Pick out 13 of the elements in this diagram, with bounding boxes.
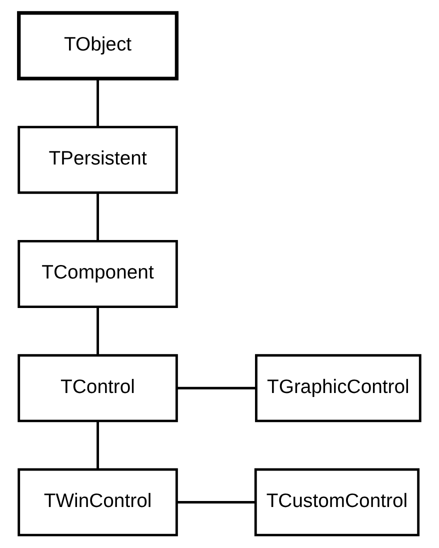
node-box: TControl <box>18 354 178 422</box>
node-box: TComponent <box>18 240 178 308</box>
connector <box>96 192 99 241</box>
connector <box>176 501 256 504</box>
node-box: TCustomControl <box>254 468 420 536</box>
connector <box>96 306 99 356</box>
connector <box>177 386 256 390</box>
node-box: TWinControl <box>18 468 178 536</box>
connector <box>96 78 99 127</box>
connector <box>96 421 99 470</box>
node-box: TGraphicControl <box>255 354 422 422</box>
node-box: TPersistent <box>18 126 178 194</box>
node-box: TObject <box>17 11 179 80</box>
